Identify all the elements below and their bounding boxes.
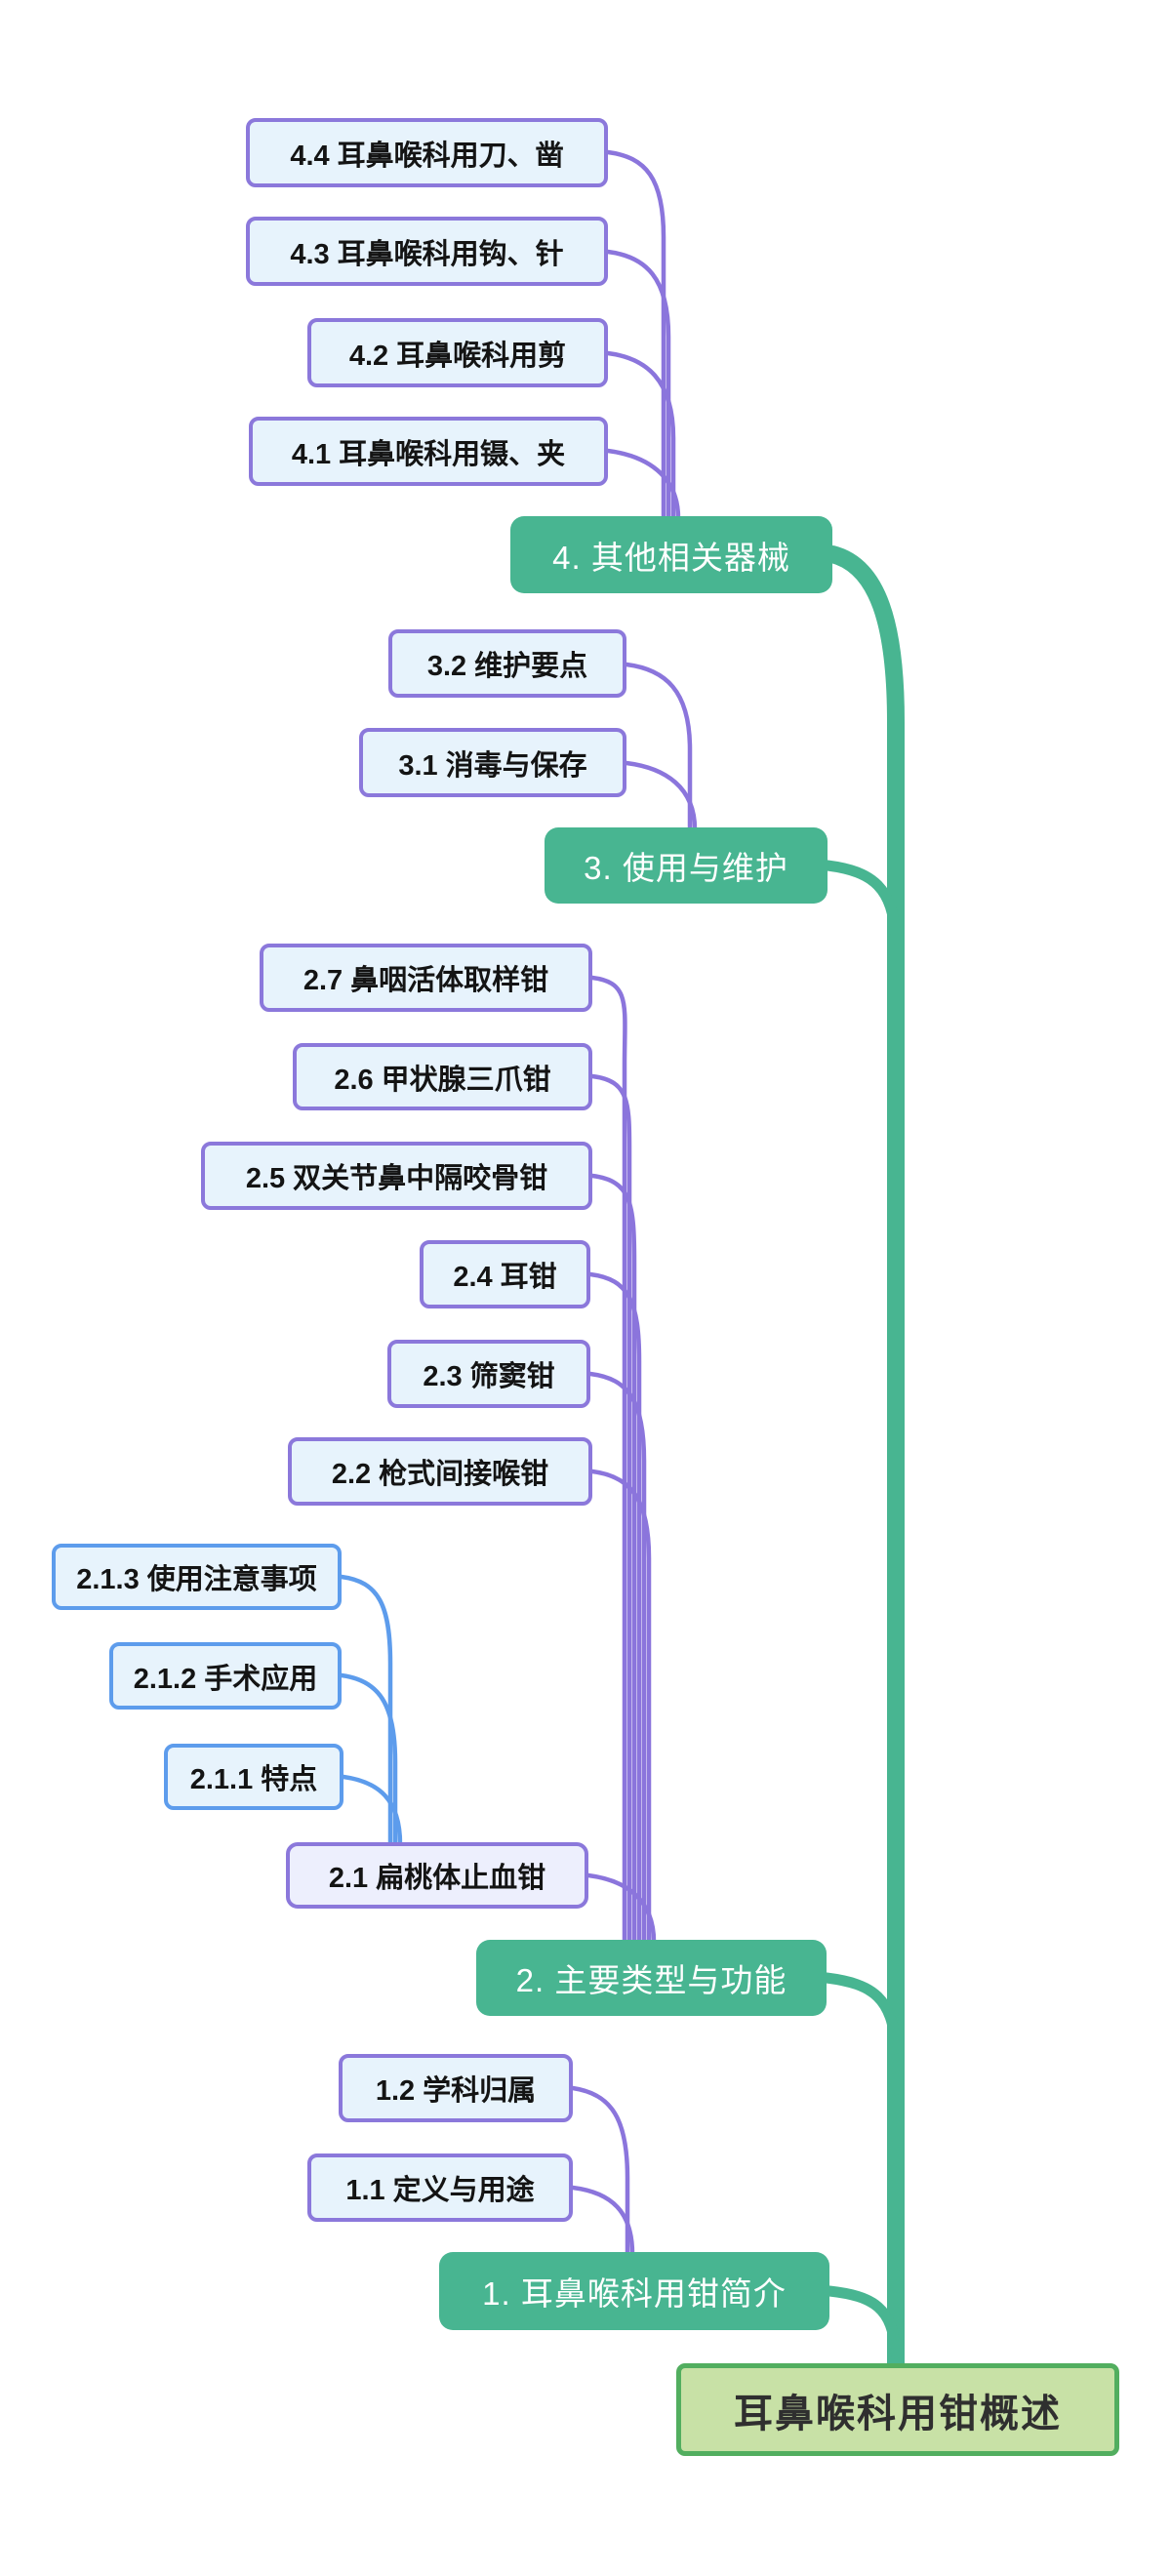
connector-2-6 [589, 1073, 632, 1945]
node-2-1-1[interactable]: 2.1.1 特点 [164, 1744, 343, 1810]
node-4-3[interactable]: 4.3 耳鼻喉科用钩、针 [246, 217, 608, 286]
node-2-1-3[interactable]: 2.1.3 使用注意事项 [52, 1544, 342, 1610]
node-branch-1[interactable]: 1. 耳鼻喉科用钳简介 [439, 2252, 829, 2330]
connector-2-3 [587, 1371, 647, 1945]
connector-2-2 [589, 1469, 652, 1945]
node-2-7[interactable]: 2.7 鼻咽活体取样钳 [260, 944, 592, 1012]
branch3-connector [822, 860, 902, 945]
connector-2-1-2 [339, 1672, 398, 1847]
node-3-2[interactable]: 3.2 维护要点 [388, 629, 626, 698]
connector-3-1 [624, 760, 698, 832]
blue-connectors [339, 1574, 403, 1847]
connector-2-1-3 [339, 1574, 393, 1847]
connector-3-2 [624, 662, 693, 832]
node-branch-2[interactable]: 2. 主要类型与功能 [476, 1940, 827, 2016]
node-1-1[interactable]: 1.1 定义与用途 [307, 2153, 573, 2222]
node-4-2[interactable]: 4.2 耳鼻喉科用剪 [307, 318, 608, 387]
branch1-connector [824, 2285, 902, 2359]
connector-2-4 [587, 1271, 642, 1945]
node-2-2[interactable]: 2.2 枪式间接喉钳 [288, 1437, 592, 1506]
branch2-connector [821, 1972, 902, 2055]
connector-4-1 [605, 448, 681, 521]
node-2-5[interactable]: 2.5 双关节鼻中隔咬骨钳 [201, 1142, 592, 1210]
node-2-4[interactable]: 2.4 耳钳 [420, 1240, 590, 1308]
connector-4-4 [605, 149, 666, 521]
trunk-line [824, 545, 905, 2376]
node-2-6[interactable]: 2.6 甲状腺三爪钳 [293, 1043, 592, 1110]
connector-2-1 [586, 1872, 657, 1945]
connector-2-1-1 [341, 1774, 403, 1847]
node-2-1-2[interactable]: 2.1.2 手术应用 [109, 1642, 342, 1710]
node-3-1[interactable]: 3.1 消毒与保存 [359, 728, 626, 797]
connector-4-2 [605, 350, 676, 521]
connector-1-2 [570, 2085, 630, 2257]
connector-2-5 [589, 1173, 637, 1945]
trunk-connectors [821, 545, 905, 2376]
node-root[interactable]: 耳鼻喉科用钳概述 [676, 2363, 1119, 2456]
node-2-1[interactable]: 2.1 扁桃体止血钳 [286, 1842, 588, 1909]
connector-4-3 [605, 249, 671, 521]
node-2-3[interactable]: 2.3 筛窦钳 [387, 1340, 590, 1408]
node-1-2[interactable]: 1.2 学科归属 [339, 2054, 573, 2122]
node-4-4[interactable]: 4.4 耳鼻喉科用刀、凿 [246, 118, 608, 187]
connector-1-1 [570, 2185, 635, 2257]
connector-2-7 [589, 975, 627, 1945]
node-branch-3[interactable]: 3. 使用与维护 [545, 827, 828, 904]
node-4-1[interactable]: 4.1 耳鼻喉科用镊、夹 [249, 417, 608, 486]
node-branch-4[interactable]: 4. 其他相关器械 [510, 516, 832, 593]
